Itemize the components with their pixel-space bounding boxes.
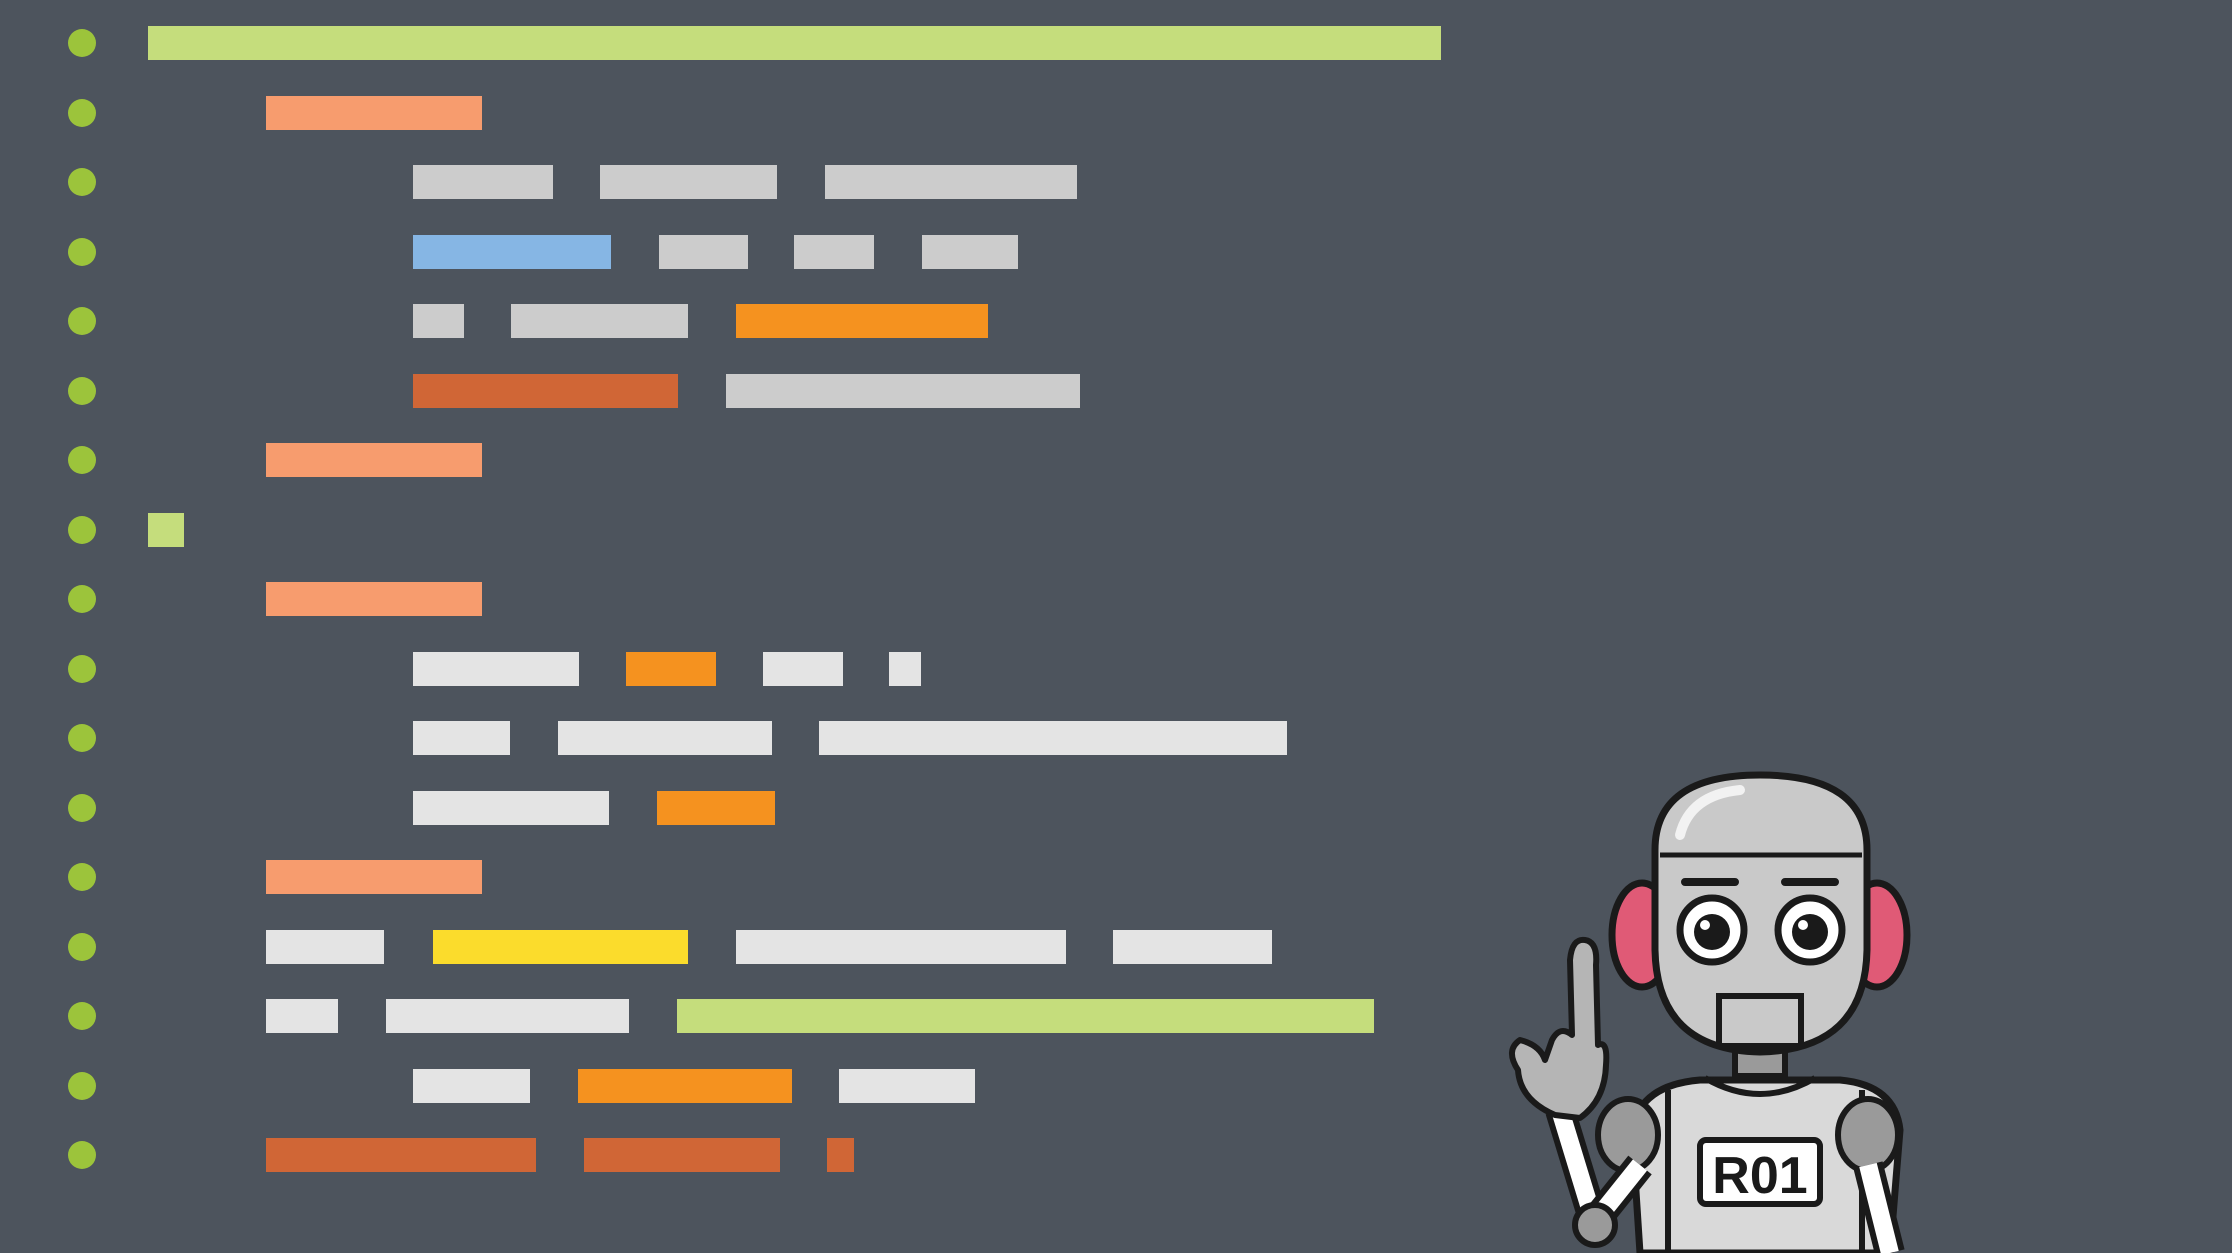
code-token-bar [736, 929, 1066, 964]
line-bullet-icon [68, 863, 96, 891]
code-token-bar [266, 860, 482, 894]
code-token-bar [413, 790, 609, 825]
code-token-bar [386, 999, 629, 1033]
line-bullet-icon [68, 515, 96, 544]
code-token-bar [584, 1138, 780, 1172]
raised-hand-icon [1509, 936, 1652, 1248]
code-token-bar [819, 721, 1287, 755]
code-token-bar [148, 26, 1441, 60]
code-token-bar [148, 512, 184, 547]
code-token-bar [266, 95, 482, 130]
code-token-bar [659, 234, 748, 269]
code-token-bar [413, 1068, 530, 1103]
code-token-bar [626, 651, 716, 686]
line-bullet-icon [68, 98, 96, 127]
code-token-bar [511, 304, 688, 338]
code-token-bar [266, 1138, 536, 1172]
line-bullet-icon [68, 168, 96, 196]
code-token-bar [413, 373, 678, 408]
code-token-bar [413, 304, 464, 338]
line-bullet-icon [68, 29, 96, 57]
line-bullet-icon [68, 654, 96, 683]
code-token-bar [794, 234, 874, 269]
line-bullet-icon [68, 1002, 96, 1030]
code-token-bar [413, 234, 611, 269]
line-bullet-icon [68, 237, 96, 266]
robot-label: R01 [1712, 1147, 1807, 1205]
code-token-bar [889, 651, 921, 686]
line-bullet-icon [68, 932, 96, 961]
code-token-bar [825, 165, 1077, 199]
code-token-bar [266, 929, 384, 964]
line-bullet-icon [68, 724, 96, 752]
code-token-bar [677, 999, 1374, 1033]
code-token-bar [600, 165, 777, 199]
code-token-bar [922, 234, 1018, 269]
code-token-bar [266, 582, 482, 616]
code-token-bar [558, 721, 772, 755]
code-token-bar [657, 790, 775, 825]
code-token-bar [266, 443, 482, 477]
code-token-bar [266, 999, 338, 1033]
line-bullet-icon [68, 1071, 96, 1100]
code-token-bar [413, 721, 510, 755]
code-token-bar [578, 1068, 792, 1103]
robot-body: R01 [1595, 1037, 1905, 1253]
code-token-bar [827, 1138, 854, 1172]
code-token-bar [763, 651, 843, 686]
line-bullet-icon [68, 446, 96, 474]
line-bullet-icon [68, 1141, 96, 1169]
code-token-bar [736, 304, 988, 338]
robot-head [1651, 771, 1871, 1056]
line-bullet-icon [68, 585, 96, 613]
code-token-bar [433, 929, 688, 964]
line-bullet-icon [68, 793, 96, 822]
code-token-bar [413, 651, 579, 686]
line-bullet-icon [68, 307, 96, 335]
code-token-bar [839, 1068, 975, 1103]
line-bullet-icon [68, 376, 96, 405]
code-token-bar [726, 373, 1080, 408]
code-token-bar [413, 165, 553, 199]
code-token-bar [1113, 929, 1272, 964]
